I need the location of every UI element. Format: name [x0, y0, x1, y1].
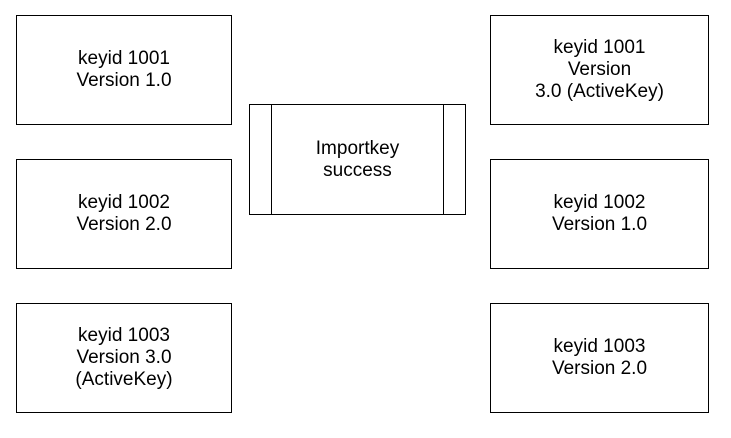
- key-version-label: Version: [567, 59, 632, 80]
- importkey-process-node: Importkey success: [249, 104, 466, 215]
- key-version-label: Version 2.0: [551, 358, 648, 379]
- key-id-label: keyid 1003: [553, 336, 646, 357]
- process-right-bar: [443, 105, 444, 214]
- key-version-label: Version 2.0: [76, 214, 172, 235]
- key-version-label: Version 1.0: [76, 70, 172, 91]
- key-box-before-1001: keyid 1001 Version 1.0: [16, 15, 232, 125]
- key-active-label: (ActiveKey): [75, 369, 173, 390]
- process-left-bar: [271, 105, 272, 214]
- key-id-label: keyid 1001: [553, 37, 646, 58]
- key-version-active-label: 3.0 (ActiveKey): [535, 81, 664, 102]
- process-label: Importkey success: [272, 105, 443, 214]
- process-label-line-2: success: [323, 159, 392, 181]
- key-box-after-1002: keyid 1002 Version 1.0: [490, 159, 709, 269]
- key-box-before-1002: keyid 1002 Version 2.0: [16, 159, 232, 269]
- key-box-after-1003: keyid 1003 Version 2.0: [490, 303, 709, 413]
- key-version-label: Version 1.0: [551, 214, 648, 235]
- key-version-label: Version 3.0: [76, 347, 172, 368]
- key-id-label: keyid 1001: [78, 48, 170, 69]
- key-id-label: keyid 1002: [78, 192, 170, 213]
- key-id-label: keyid 1003: [78, 325, 170, 346]
- process-label-line-1: Importkey: [315, 137, 400, 159]
- key-box-after-1001: keyid 1001 Version 3.0 (ActiveKey): [490, 15, 709, 125]
- key-id-label: keyid 1002: [553, 192, 646, 213]
- key-box-before-1003: keyid 1003 Version 3.0 (ActiveKey): [16, 303, 232, 413]
